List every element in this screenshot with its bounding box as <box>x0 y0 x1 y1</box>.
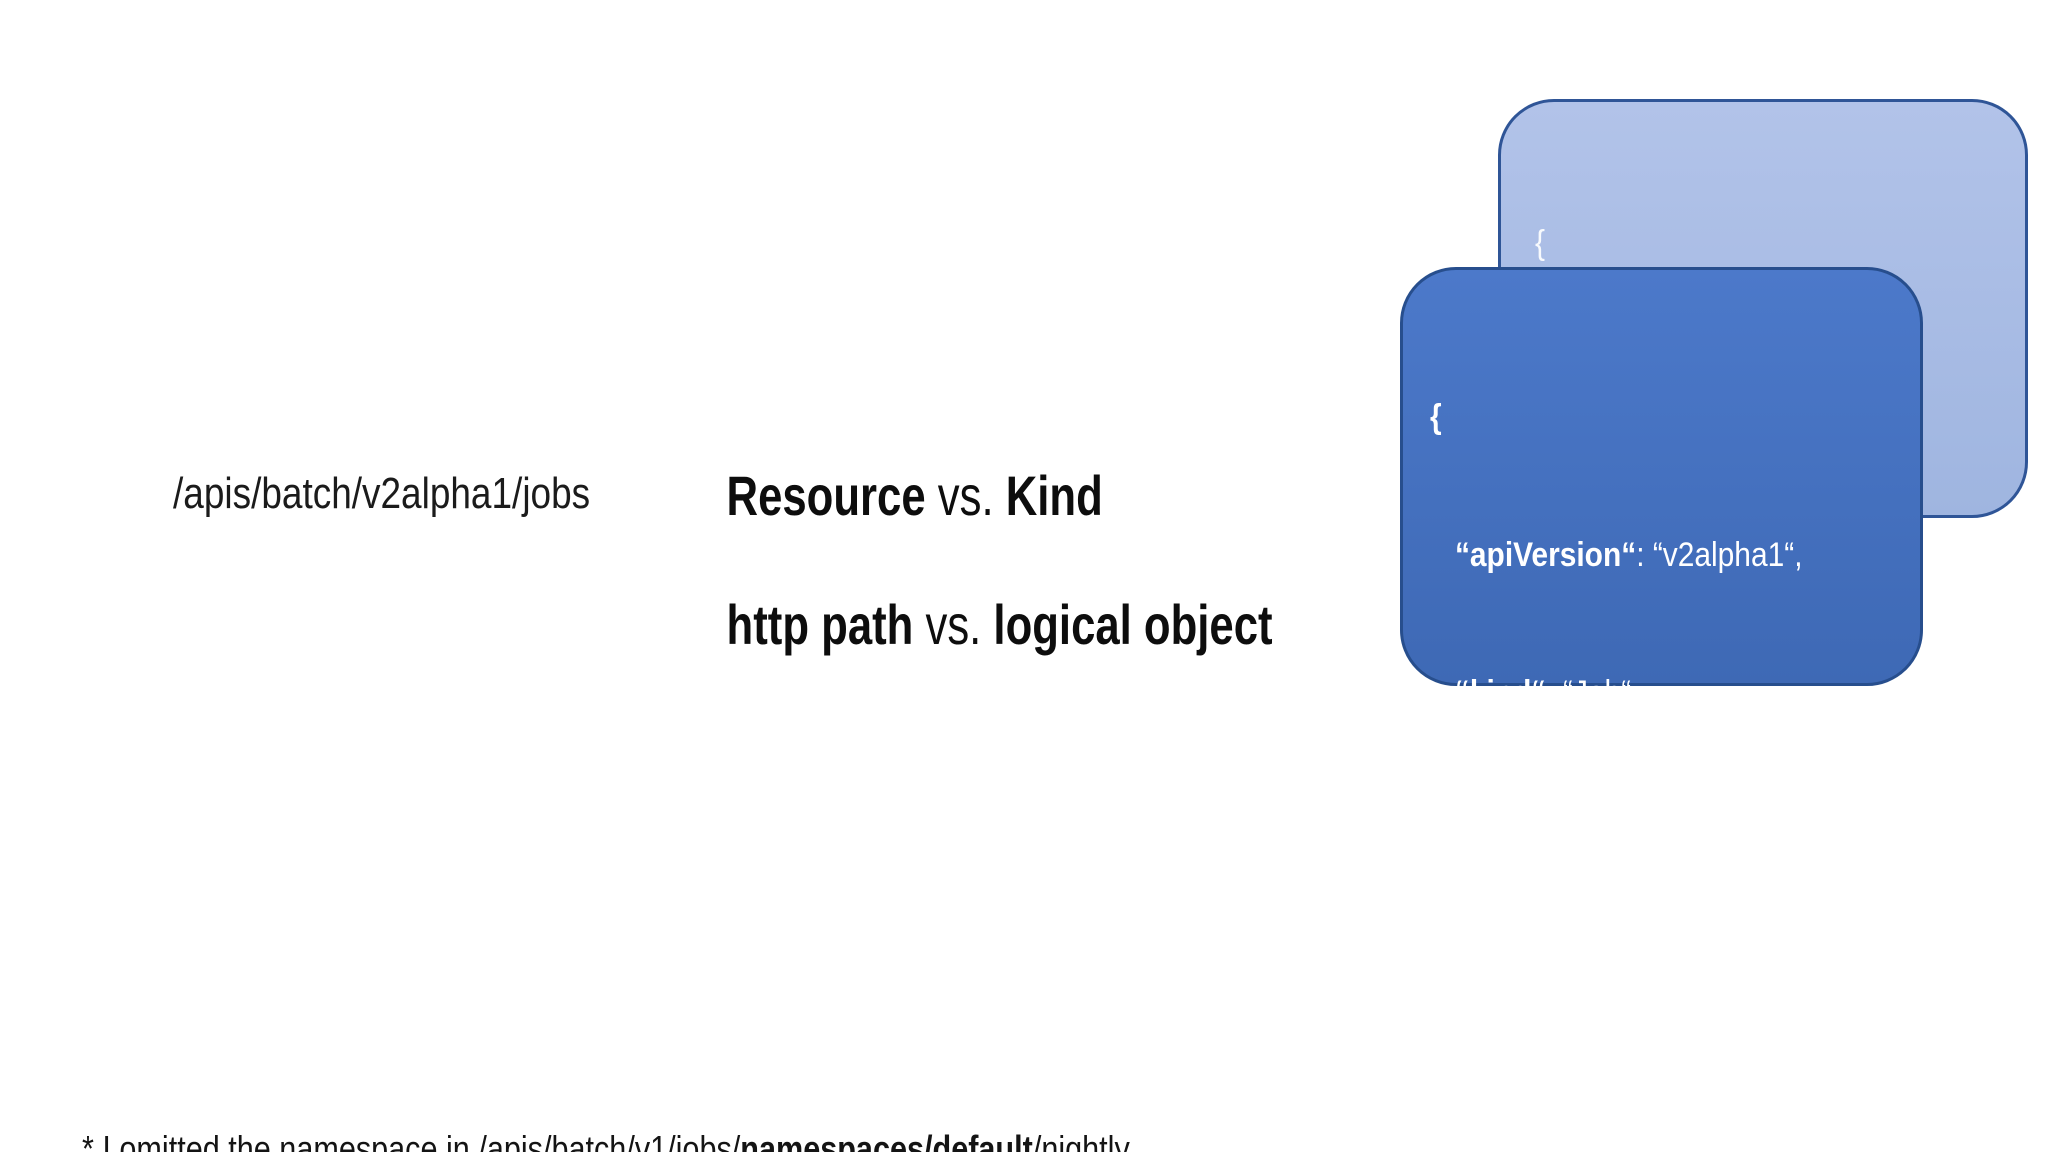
code-segment: : “v2alpha1“, <box>1636 536 1803 574</box>
heading1-vs: vs. <box>925 464 1006 527</box>
footnote: * I omitted the namespace in /apis/batch… <box>42 1095 1315 1152</box>
code-segment: “ <box>1430 950 1524 988</box>
footnote-text: * I omitted the namespace in /apis/batch… <box>82 1131 1130 1152</box>
resource-path-text: /apis/batch/v2alpha1/jobs <box>172 469 591 518</box>
code-segment-apiversion-key: “apiVersion“ <box>1430 536 1637 574</box>
heading2-term-http-path: http path <box>726 593 914 656</box>
code-segment-name-key: name <box>1523 950 1602 988</box>
code-line: { <box>1430 394 1861 440</box>
job-json-card: { “apiVersion“: “v2alpha1“, “kind“: “Job… <box>1400 267 1923 1126</box>
code-segment: “: “nightly“ <box>1601 950 1735 988</box>
code-segment: { <box>1535 224 1545 262</box>
footnote-post: /nightly <box>1032 1128 1130 1152</box>
heading2-term-logical-object: logical object <box>993 593 1273 656</box>
heading1-term-resource: Resource <box>726 464 926 527</box>
code-segment: }, <box>1430 1088 1475 1126</box>
job-json-code: { “apiVersion“: “v2alpha1“, “kind“: “Job… <box>1430 302 1861 1152</box>
code-line: “apiVersion“: “v2alpha1“, <box>1430 532 1861 578</box>
code-segment: : “Job“, <box>1546 674 1640 712</box>
code-line: “name“: “nightly“ <box>1430 946 1861 992</box>
heading1-term-kind: Kind <box>1005 464 1103 527</box>
code-line: }, <box>1430 1084 1861 1130</box>
code-segment: { <box>1430 398 1442 436</box>
code-line: { <box>1535 220 1966 266</box>
heading-resource-vs-kind: Resource vs. Kind <box>678 412 1103 580</box>
footnote-pre: * I omitted the namespace in /apis/batch… <box>82 1128 741 1152</box>
heading2-vs: vs. <box>913 593 994 656</box>
code-segment-metadata-key: “metadata“ <box>1430 812 1617 850</box>
code-line: “metadata“: { <box>1430 808 1861 854</box>
heading-httppath-vs-logicalobject: http path vs. logical object <box>678 541 1273 709</box>
resource-path-label: /apis/batch/v2alpha1/jobs <box>124 428 669 560</box>
code-segment: : { <box>1616 812 1643 850</box>
code-segment-kind-key: “kind“ <box>1430 674 1547 712</box>
code-line: “kind“: “Job“, <box>1430 670 1861 716</box>
footnote-bold-namespace: namespaces/default <box>740 1128 1033 1152</box>
